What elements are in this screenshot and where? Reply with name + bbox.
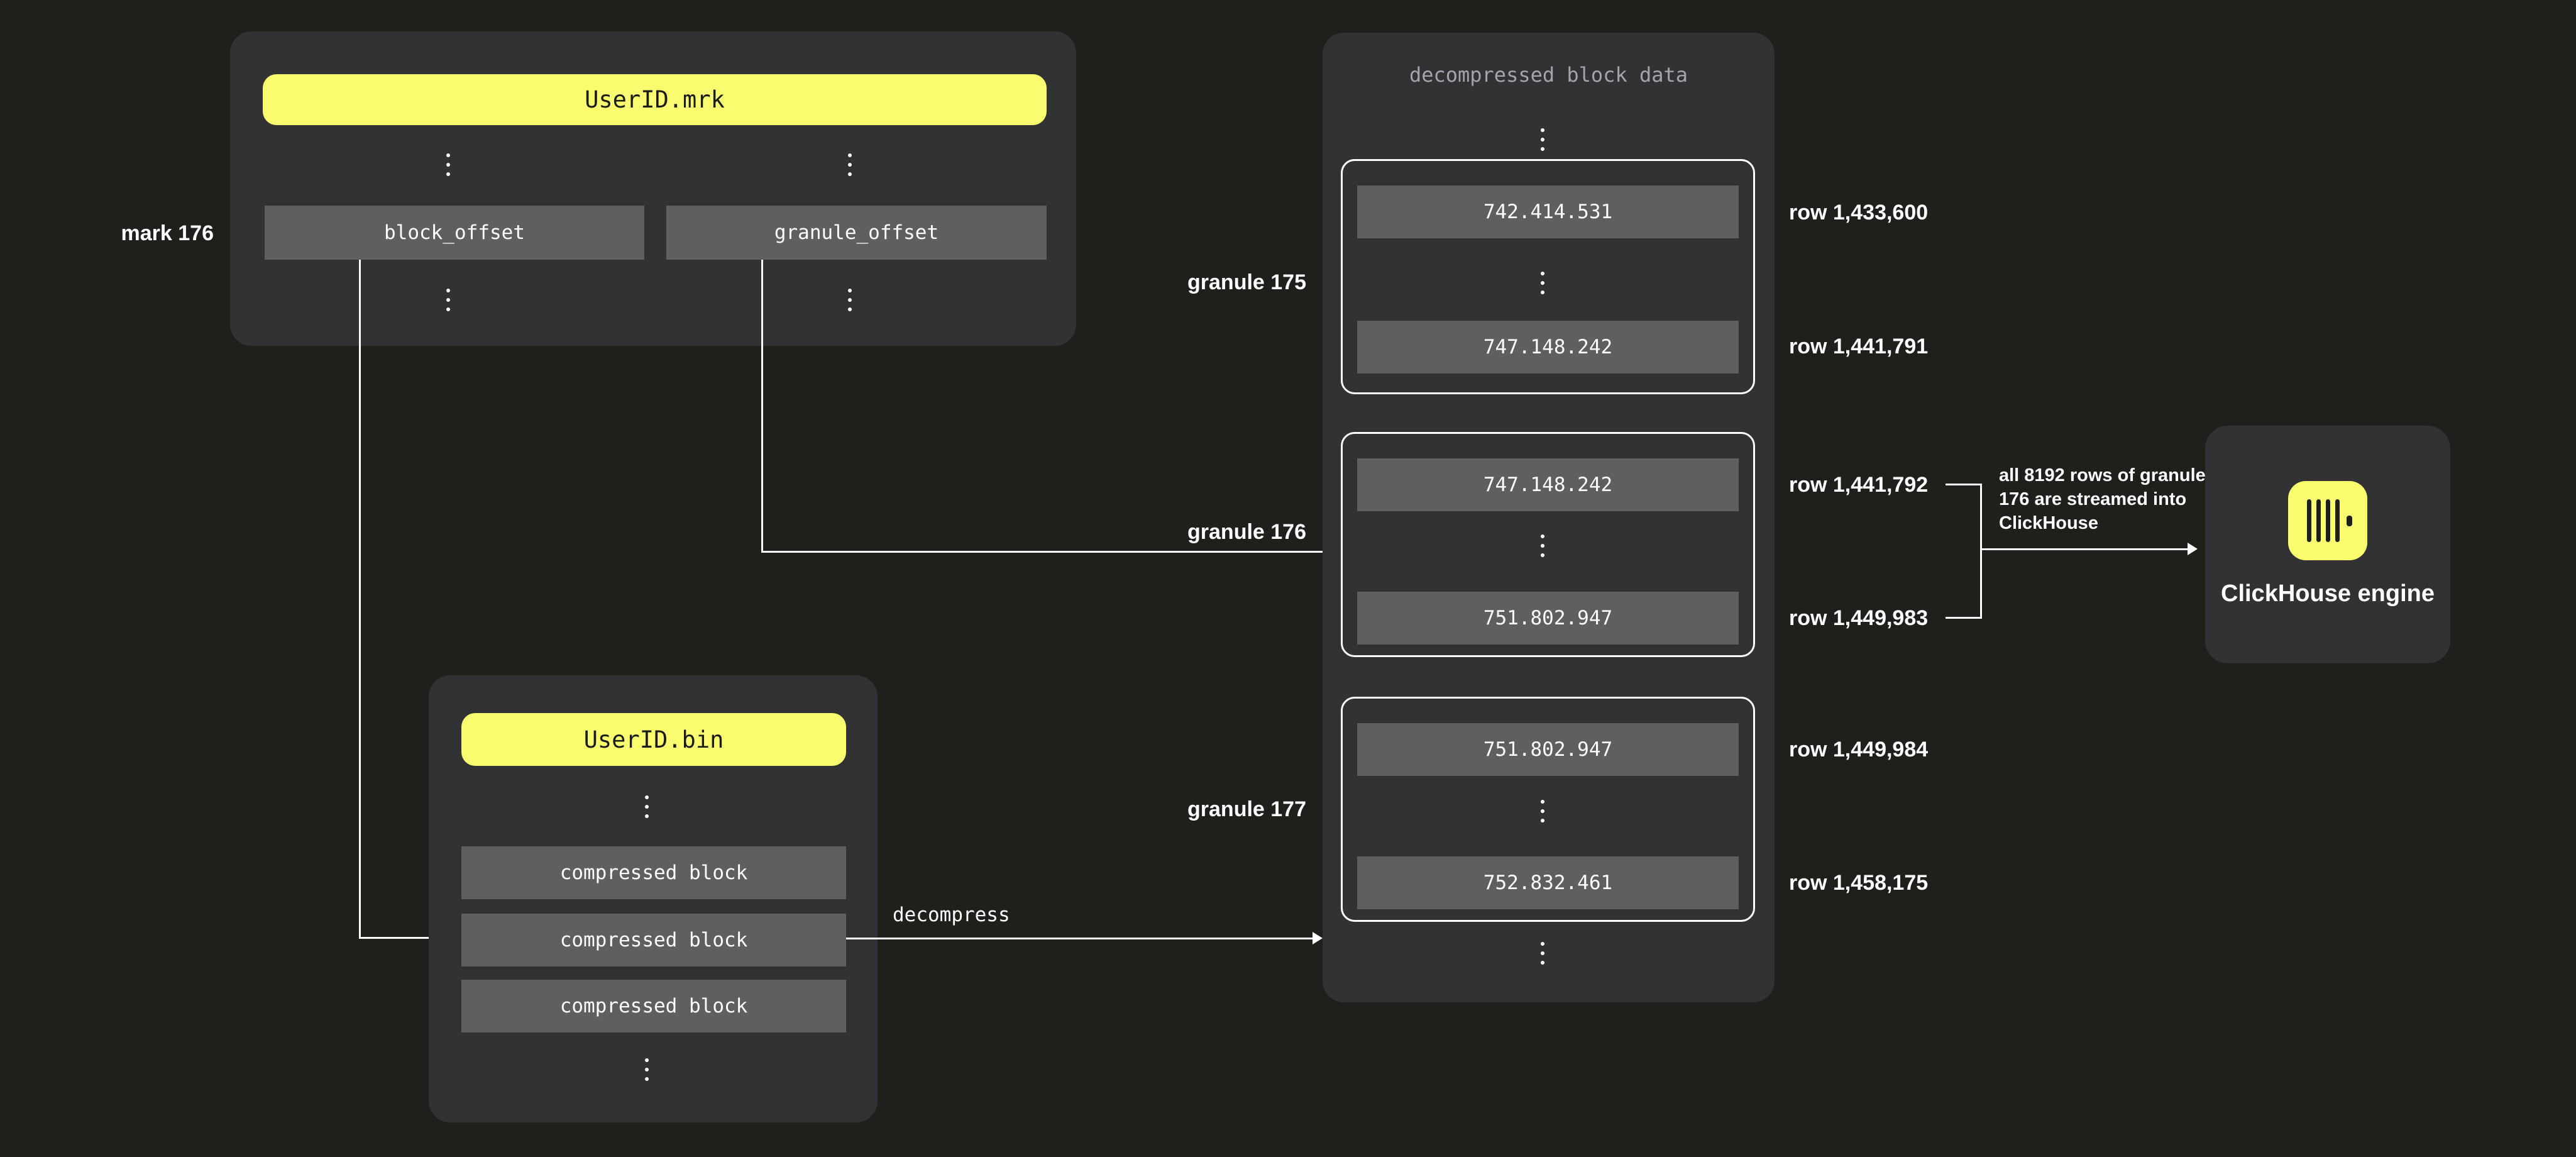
connector-granule-offset-horizontal — [761, 551, 1328, 553]
annotation-line-1: all 8192 rows of granule — [1999, 465, 2206, 485]
annotation-text: all 8192 rows of granule 176 are streame… — [1999, 463, 2206, 535]
ellipsis-dots — [1541, 942, 1544, 965]
connector-block-offset-vertical — [359, 260, 361, 938]
block-offset-label: block_offset — [384, 221, 525, 244]
row-label: row 1,433,600 — [1789, 201, 1929, 224]
arrowhead-to-engine — [2188, 543, 2198, 555]
clickhouse-logo-icon — [2288, 481, 2367, 560]
bracket-bottom-stub — [1946, 617, 1981, 619]
connector-granule-offset-vertical — [761, 260, 763, 551]
annotation-line-2: 176 are streamed into — [1999, 489, 2187, 509]
row-label: row 1,449,984 — [1789, 738, 1929, 761]
compressed-block-label: compressed block — [559, 995, 748, 1017]
mrk-file-title-text: UserID.mrk — [585, 86, 725, 113]
bracket-vertical — [1980, 484, 1982, 619]
bin-file-title: UserID.bin — [461, 713, 846, 766]
annotation-line-3: ClickHouse — [1999, 513, 2098, 533]
value-cell: 747.148.242 — [1357, 321, 1739, 374]
engine-label: ClickHouse engine — [2221, 580, 2435, 607]
granule-offset-label: granule_offset — [774, 221, 939, 244]
connector-block-offset-horizontal — [359, 937, 454, 939]
block-offset-cell: block_offset — [265, 206, 644, 260]
compressed-block-cell: compressed block — [461, 980, 846, 1032]
granule-176-label: granule 176 — [1187, 520, 1306, 544]
value-text: 742.414.531 — [1483, 201, 1613, 223]
mrk-file-title: UserID.mrk — [263, 74, 1047, 125]
decompress-label: decompress — [893, 904, 1010, 926]
compressed-block-label: compressed block — [559, 929, 748, 951]
ellipsis-dots — [1541, 128, 1544, 151]
value-text: 752.832.461 — [1483, 872, 1613, 894]
compressed-block-cell: compressed block — [461, 914, 846, 966]
granule-box-175 — [1341, 159, 1755, 394]
connector-to-engine — [1980, 548, 2189, 550]
value-text: 747.148.242 — [1483, 473, 1613, 496]
value-cell: 751.802.947 — [1357, 592, 1739, 645]
compressed-block-cell: compressed block — [461, 846, 846, 899]
decompressed-panel-title: decompressed block data — [1409, 63, 1688, 87]
ellipsis-dots — [1541, 534, 1544, 557]
value-text: 751.802.947 — [1483, 738, 1613, 761]
ellipsis-dots — [1541, 272, 1544, 294]
value-cell: 752.832.461 — [1357, 856, 1739, 909]
value-text: 747.148.242 — [1483, 336, 1613, 358]
row-label: row 1,441,791 — [1789, 335, 1929, 358]
ellipsis-dots — [848, 289, 852, 311]
granule-box-177 — [1341, 697, 1755, 922]
row-label: row 1,458,175 — [1789, 871, 1929, 895]
granule-175-label: granule 175 — [1187, 270, 1306, 294]
value-cell: 751.802.947 — [1357, 723, 1739, 776]
ellipsis-dots — [645, 795, 649, 818]
connector-decompress — [846, 938, 1314, 939]
bracket-top-stub — [1946, 484, 1981, 485]
row-label: row 1,449,983 — [1789, 606, 1929, 630]
value-cell: 747.148.242 — [1357, 458, 1739, 511]
arrowhead-decompress — [1313, 932, 1323, 944]
ellipsis-dots — [645, 1058, 649, 1081]
value-cell: 742.414.531 — [1357, 185, 1739, 238]
ellipsis-dots — [446, 289, 450, 311]
granule-offset-cell: granule_offset — [666, 206, 1047, 260]
ellipsis-dots — [446, 153, 450, 176]
row-label: row 1,441,792 — [1789, 473, 1929, 497]
bin-file-title-text: UserID.bin — [583, 726, 724, 753]
value-text: 751.802.947 — [1483, 607, 1613, 629]
granule-box-176 — [1341, 432, 1755, 657]
compressed-block-label: compressed block — [559, 861, 748, 884]
ellipsis-dots — [848, 153, 852, 176]
mark-176-label: mark 176 — [121, 221, 214, 245]
ellipsis-dots — [1541, 800, 1544, 822]
granule-177-label: granule 177 — [1187, 797, 1306, 821]
